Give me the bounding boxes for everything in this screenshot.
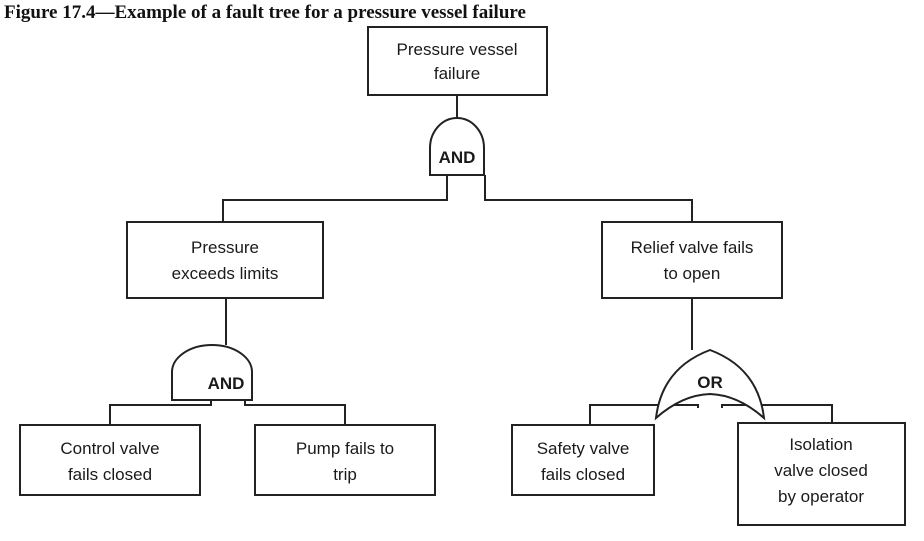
- node-pump-fails-to-trip: Pump fails to trip: [254, 424, 436, 496]
- node-pressure-exceeds-limits: Pressure exceeds limits: [126, 221, 324, 299]
- svg-text:OR: OR: [697, 373, 723, 392]
- svg-text:exceeds limits: exceeds limits: [172, 264, 279, 283]
- svg-text:by operator: by operator: [778, 487, 864, 506]
- svg-text:Safety valve: Safety valve: [537, 439, 630, 458]
- figure-title: Figure 17.4—Example of a fault tree for …: [4, 2, 526, 23]
- node-control-valve-fails-closed: Control valve fails closed: [19, 424, 201, 496]
- and-gate-top: AND: [429, 117, 485, 176]
- svg-text:Control valve: Control valve: [60, 439, 159, 458]
- node-relief-valve-fails: Relief valve fails to open: [601, 221, 783, 299]
- svg-text:AND: AND: [439, 148, 476, 167]
- svg-text:AND: AND: [208, 374, 245, 393]
- svg-text:failure: failure: [434, 64, 480, 83]
- svg-text:Isolation: Isolation: [789, 435, 852, 454]
- svg-text:Pressure: Pressure: [191, 238, 259, 257]
- svg-text:fails closed: fails closed: [541, 465, 625, 484]
- node-pressure-vessel-failure: Pressure vessel failure: [367, 26, 548, 96]
- svg-text:Pressure vessel: Pressure vessel: [397, 40, 518, 59]
- node-safety-valve-fails-closed: Safety valve fails closed: [511, 424, 655, 496]
- svg-text:trip: trip: [333, 465, 357, 484]
- connectors: [109, 95, 833, 425]
- svg-text:fails closed: fails closed: [68, 465, 152, 484]
- svg-text:valve closed: valve closed: [774, 461, 868, 480]
- svg-text:Pump fails to: Pump fails to: [296, 439, 394, 458]
- and-gate-left: AND: [171, 344, 253, 401]
- svg-text:Relief valve fails: Relief valve fails: [631, 238, 754, 257]
- or-gate-right: OR: [654, 348, 766, 421]
- node-isolation-valve-closed: Isolation valve closed by operator: [737, 422, 906, 526]
- svg-text:to open: to open: [664, 264, 721, 283]
